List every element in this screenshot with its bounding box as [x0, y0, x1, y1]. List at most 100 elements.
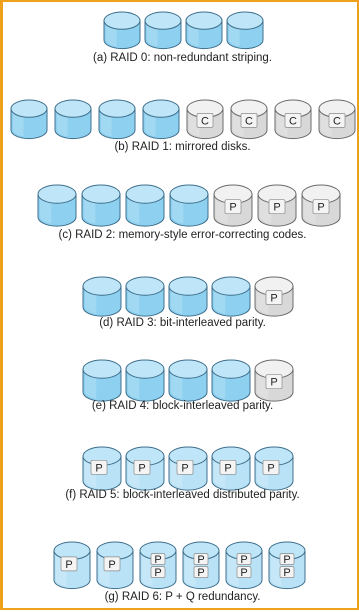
data-disk [81, 184, 121, 227]
disk-label-p: P [193, 566, 209, 579]
striped-disk: PP [225, 541, 263, 590]
svg-text:P: P [273, 202, 280, 214]
disk-label-p: P [219, 459, 237, 475]
check-disk: C [230, 99, 268, 140]
disk-label-p: P [103, 556, 121, 572]
disk-label-p: P [176, 459, 194, 475]
svg-text:C: C [245, 115, 253, 127]
svg-text:P: P [138, 462, 145, 474]
striped-disk: P [211, 446, 251, 491]
striped-disk: P [82, 446, 122, 491]
data-disk [82, 276, 122, 317]
check-disk: P [257, 184, 297, 227]
disk-label-p: P [262, 459, 280, 475]
caption-raid-4: (e) RAID 4: block-interleaved parity. [91, 400, 274, 412]
striped-disk: P [96, 541, 134, 590]
svg-text:P: P [229, 202, 236, 214]
striped-disk: PP [268, 541, 306, 590]
data-disk [103, 11, 141, 50]
disk-label-p: P [224, 199, 242, 215]
svg-text:C: C [289, 115, 297, 127]
svg-text:P: P [181, 462, 188, 474]
svg-text:P: P [267, 462, 274, 474]
caption-raid-0: (a) RAID 0: non-redundant striping. [93, 52, 272, 64]
disk-label-p: P [265, 374, 283, 390]
caption-raid-3: (d) RAID 3: bit-interleaved parity. [99, 317, 266, 329]
disk-label-p: P [279, 566, 295, 579]
striped-disk: P [125, 446, 165, 491]
data-disk [125, 359, 165, 402]
svg-text:P: P [240, 554, 247, 566]
svg-text:P: P [224, 462, 231, 474]
data-disk [168, 359, 208, 402]
disk-label-p: P [150, 566, 166, 579]
data-disk [169, 184, 209, 227]
svg-text:P: P [197, 567, 204, 579]
disk-label-c: C [196, 113, 214, 128]
svg-text:C: C [333, 115, 341, 127]
svg-text:C: C [201, 115, 209, 127]
caption-raid-1: (b) RAID 1: mirrored disks. [114, 141, 251, 153]
raid-level-4-disks: P [82, 359, 294, 402]
svg-text:P: P [197, 554, 204, 566]
disk-label-c: C [284, 113, 302, 128]
data-disk [226, 11, 264, 50]
svg-text:P: P [283, 567, 290, 579]
striped-disk: P [53, 541, 91, 590]
disk-label-p: P [268, 199, 286, 215]
data-disk [125, 184, 165, 227]
data-disk [98, 99, 136, 140]
disk-label-p: P [236, 553, 252, 566]
striped-disk: PP [182, 541, 220, 590]
svg-text:P: P [270, 293, 277, 305]
check-disk: P [254, 276, 294, 317]
data-disk [54, 99, 92, 140]
check-disk: C [274, 99, 312, 140]
disk-label-p: P [312, 199, 330, 215]
data-disk [211, 276, 251, 317]
data-disk [37, 184, 77, 227]
svg-text:P: P [317, 202, 324, 214]
data-disk [211, 359, 251, 402]
svg-text:P: P [283, 554, 290, 566]
caption-raid-2: (c) RAID 2: memory-style error-correctin… [58, 229, 307, 241]
data-disk [125, 276, 165, 317]
svg-text:P: P [154, 567, 161, 579]
svg-text:P: P [154, 554, 161, 566]
striped-disk: P [254, 446, 294, 491]
caption-raid-6: (g) RAID 6: P + Q redundancy. [104, 591, 261, 603]
svg-text:P: P [270, 377, 277, 389]
disk-label-c: C [328, 113, 346, 128]
disk-label-p: P [90, 459, 108, 475]
svg-text:P: P [95, 462, 102, 474]
data-disk [168, 276, 208, 317]
disk-label-p: P [150, 553, 166, 566]
disk-label-p: P [236, 566, 252, 579]
data-disk [185, 11, 223, 50]
data-disk [144, 11, 182, 50]
disk-label-p: P [279, 553, 295, 566]
disk-label-p: P [133, 459, 151, 475]
striped-disk: P [168, 446, 208, 491]
data-disk [10, 99, 48, 140]
svg-text:P: P [65, 559, 72, 571]
check-disk: P [301, 184, 341, 227]
check-disk: C [318, 99, 356, 140]
caption-raid-5: (f) RAID 5: block-interleaved distribute… [65, 489, 300, 501]
raid-level-3-disks: P [82, 276, 294, 317]
disk-label-p: P [60, 556, 78, 572]
svg-text:P: P [240, 567, 247, 579]
raid-level-0-disks [103, 11, 264, 50]
data-disk [82, 359, 122, 402]
striped-disk: PP [139, 541, 177, 590]
disk-label-p: P [265, 290, 283, 305]
check-disk: P [213, 184, 253, 227]
disk-label-c: C [240, 113, 258, 128]
data-disk [142, 99, 180, 140]
